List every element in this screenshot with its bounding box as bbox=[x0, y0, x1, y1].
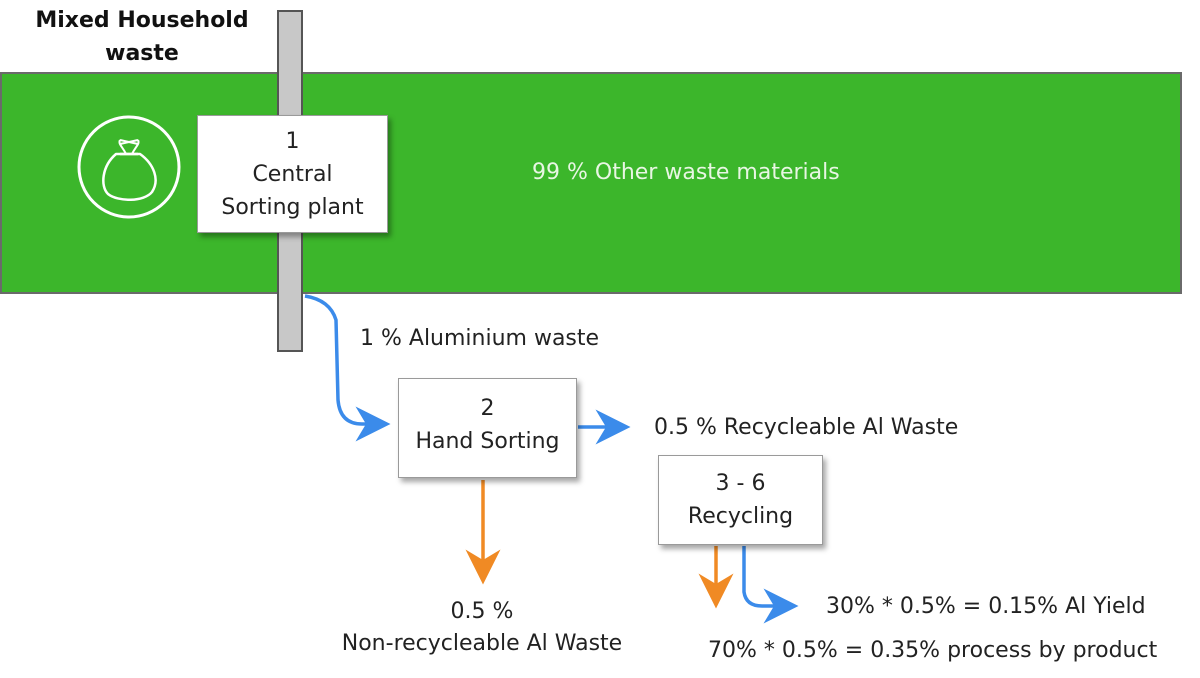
step-name-line1: Central bbox=[252, 162, 333, 187]
step-recycling: 3 - 6 Recycling bbox=[658, 455, 823, 545]
non-recyclable-text: Non-recycleable Al Waste bbox=[341, 631, 623, 656]
step-name: Hand Sorting bbox=[415, 429, 560, 454]
title-text: Mixed Household waste bbox=[35, 8, 249, 66]
aluminium-waste-label: 1 % Aluminium waste bbox=[360, 326, 600, 351]
recyclable-waste-label: 0.5 % Recycleable Al Waste bbox=[654, 415, 959, 440]
step-number: 1 bbox=[285, 129, 300, 154]
arrow-aluminium bbox=[304, 294, 391, 442]
waste-bag-icon bbox=[76, 114, 182, 220]
diagram-title: Mixed Household waste bbox=[22, 4, 262, 70]
arrow-yield bbox=[742, 546, 799, 624]
step-central-sorting: 1 Central Sorting plant bbox=[197, 115, 388, 233]
byproduct-label: 70% * 0.5% = 0.35% process by product bbox=[708, 638, 1158, 663]
step-name-line2: Sorting plant bbox=[221, 195, 364, 220]
al-yield-label: 30% * 0.5% = 0.15% Al Yield bbox=[826, 594, 1146, 619]
step-hand-sorting: 2 Hand Sorting bbox=[398, 378, 577, 478]
non-recyclable-label: 0.5 % Non-recycleable Al Waste bbox=[323, 596, 641, 660]
other-waste-label: 99 % Other waste materials bbox=[532, 160, 840, 185]
step-number: 3 - 6 bbox=[715, 471, 766, 496]
step-number: 2 bbox=[480, 396, 495, 421]
step-name: Recycling bbox=[687, 504, 794, 529]
non-recyclable-value: 0.5 % bbox=[450, 599, 514, 624]
